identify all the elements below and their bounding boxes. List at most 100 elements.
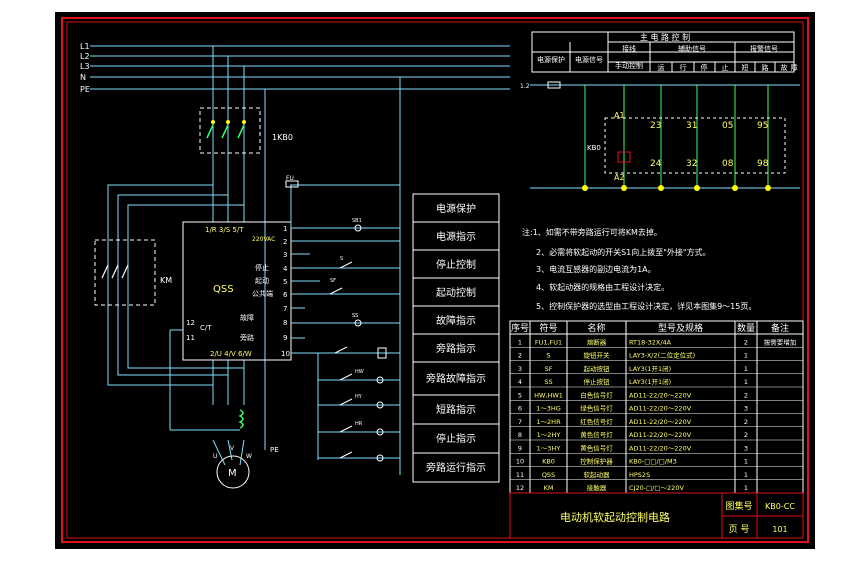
table-cell: 1 bbox=[744, 365, 748, 373]
title-block: 电动机软起动控制电路 图集号 KB0-CC 页 号 101 bbox=[509, 492, 804, 539]
kbo-bot-4: 98 bbox=[757, 159, 769, 169]
contactor-km: KM bbox=[94, 239, 172, 306]
table-cell: 12 bbox=[516, 484, 524, 492]
bus-label-l3: L3 bbox=[80, 62, 90, 71]
table-cell: 1 bbox=[744, 458, 748, 466]
table-cell: SS bbox=[544, 378, 552, 386]
table-cell: LAY3(1开1闭) bbox=[629, 365, 671, 373]
kbo-bot-1: 24 bbox=[650, 159, 662, 169]
kbo-left: 1.2 bbox=[520, 83, 530, 90]
sb1-label: SB1 bbox=[352, 218, 362, 224]
qss-num-8: 8 bbox=[283, 319, 287, 327]
sub-8: 障 bbox=[791, 63, 798, 72]
kbo-a1: A1 bbox=[614, 111, 625, 120]
kbo-circuit: KB0 A1 A2 1.2 23 31 05 95 24 32 08 98 bbox=[520, 81, 800, 191]
notes: 注:1、如需不带旁路运行可将KM去掉。 2、必需将软起动的开关S1向上拨至"外接… bbox=[522, 227, 756, 311]
fuse-label: FU bbox=[286, 175, 294, 182]
page-label: 页 号 bbox=[729, 524, 750, 535]
qss-num-10: 10 bbox=[281, 350, 290, 358]
table-cell: 11 bbox=[516, 471, 524, 479]
table-cell: LAY3(1开1闭) bbox=[629, 378, 671, 386]
table-cell: 1～3HG bbox=[536, 405, 561, 413]
s-label: S bbox=[340, 256, 343, 262]
table-cell: 2 bbox=[744, 338, 748, 346]
table-cell: 1 bbox=[744, 352, 748, 360]
sub-2: 行 bbox=[680, 63, 687, 72]
kbo-label: KB0 bbox=[587, 144, 601, 152]
qss-n11: 11 bbox=[186, 334, 195, 342]
drawing-background bbox=[55, 12, 815, 549]
ct-coil bbox=[238, 409, 244, 429]
qss-fault: 故障 bbox=[240, 313, 254, 322]
func-label-7: 旁路故障指示 bbox=[426, 372, 486, 385]
km-label: KM bbox=[160, 276, 172, 285]
kbo-a2: A2 bbox=[614, 173, 625, 182]
qss-common: 公共端 bbox=[252, 289, 273, 298]
table-cell: FU1,FU1 bbox=[535, 338, 562, 346]
hr-label: HR bbox=[355, 421, 363, 427]
table-cell: HPS2S bbox=[629, 471, 650, 479]
sub-3: 停 bbox=[701, 63, 708, 72]
table-cell: 7 bbox=[518, 418, 522, 426]
qss-num-9: 9 bbox=[283, 334, 287, 342]
sub-7: 故 bbox=[781, 63, 788, 72]
table-cell: AD11-22/20～220V bbox=[629, 431, 692, 439]
ss-label: SS bbox=[352, 313, 358, 319]
bus-label-l1: L1 bbox=[80, 42, 90, 51]
table-cell: 1～2HY bbox=[537, 431, 561, 439]
col-power: 电源保护 bbox=[537, 55, 565, 64]
qss-n12: 12 bbox=[186, 319, 195, 327]
atlas-label: 图集号 bbox=[725, 500, 752, 512]
table-cell: CJ20-□/□～220V bbox=[629, 484, 684, 492]
table-cell: 2 bbox=[744, 431, 748, 439]
main-control-title: 主 电 路 控 制 bbox=[640, 32, 690, 42]
power-drops bbox=[107, 46, 401, 475]
bus-labels: L1 L2 L3 N PE bbox=[80, 42, 90, 94]
table-cell: 黄色信号灯 bbox=[580, 443, 613, 452]
sub-1: 运 bbox=[658, 64, 665, 72]
outer-frame bbox=[61, 17, 809, 543]
table-cell: 5 bbox=[518, 391, 522, 399]
qss-bottom-terminals: 2/U 4/V 6/W bbox=[210, 350, 252, 358]
kbo-bot-3: 08 bbox=[722, 159, 734, 169]
qss-num-1: 1 bbox=[283, 225, 287, 233]
table-cell: 白色信号灯 bbox=[580, 390, 613, 399]
qss-num-5: 5 bbox=[283, 278, 287, 286]
kbo-bot-2: 32 bbox=[686, 159, 697, 169]
table-cell: AD11-22/20～220V bbox=[629, 391, 692, 399]
kbo-top-2: 31 bbox=[686, 121, 697, 131]
table-header-cell: 序号 bbox=[511, 322, 529, 334]
drawing-title: 电动机软起动控制电路 bbox=[560, 510, 670, 524]
table-cell: 2 bbox=[744, 418, 748, 426]
bus-label-n: N bbox=[80, 73, 86, 82]
qss-num-4: 4 bbox=[283, 265, 288, 273]
func-label-4: 起动控制 bbox=[436, 286, 476, 299]
hw-label: HW bbox=[355, 369, 364, 375]
motor-label: M bbox=[228, 468, 237, 479]
note-5: 5、控制保护器的选型由工程设计决定，详见本图集9～15页。 bbox=[536, 301, 756, 311]
table-cell: 红色信号灯 bbox=[580, 417, 613, 426]
table-cell: 1 bbox=[744, 471, 748, 479]
atlas-value: KB0-CC bbox=[765, 502, 795, 511]
qss-stop: 停止 bbox=[255, 263, 269, 272]
table-cell: 绿色信号灯 bbox=[580, 404, 613, 413]
table-cell: 控制保护器 bbox=[580, 457, 613, 466]
func-label-5: 故障指示 bbox=[436, 314, 476, 327]
table-cell: 3 bbox=[744, 405, 748, 413]
inner-frame bbox=[66, 21, 804, 539]
col-signal: 电源信号 bbox=[575, 55, 603, 64]
fuse bbox=[285, 180, 299, 188]
col-wiring: 接线 bbox=[622, 44, 636, 53]
bus-bars bbox=[90, 45, 510, 90]
table-header-cell: 数量 bbox=[737, 322, 755, 334]
table-cell: AD11-22/20～220V bbox=[629, 405, 692, 413]
note-3: 3、电流互感器的副边电流为1A。 bbox=[536, 264, 656, 274]
table-cell: AD11-22/20～220V bbox=[629, 444, 692, 452]
sub-4: 止 bbox=[722, 63, 729, 72]
kbo-top-3: 05 bbox=[722, 121, 733, 131]
qss-start: 起动 bbox=[255, 276, 269, 285]
note-2: 2、必需将软起动的开关S1向上拨至"外接"方式。 bbox=[536, 247, 711, 257]
table-cell: 1～2HR bbox=[536, 418, 561, 426]
page-value: 101 bbox=[772, 525, 787, 534]
